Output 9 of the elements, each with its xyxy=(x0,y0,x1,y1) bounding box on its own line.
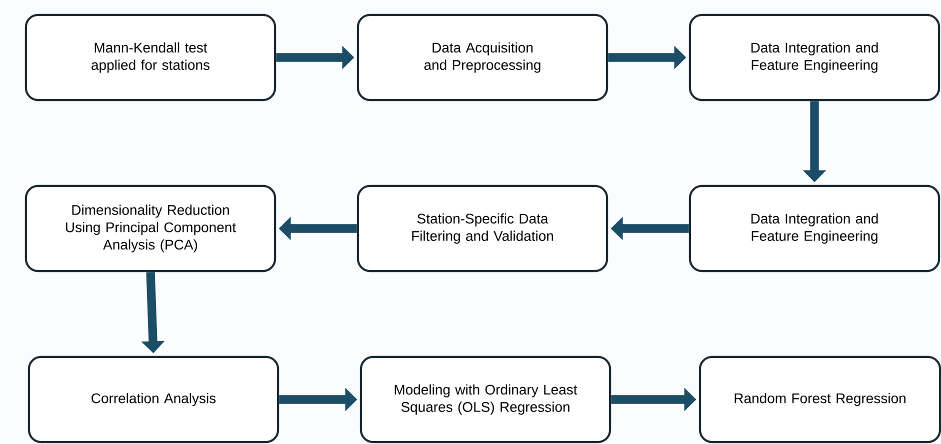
process-box: Data Integration and Feature Engineering xyxy=(688,184,940,272)
process-box: Station-Specific Data Filtering and Validation xyxy=(356,184,608,272)
process-box: Dimensionality Reduction Using Principal Component Analysis (PCA) xyxy=(24,184,276,272)
process-box: Modeling with Ordinary Least Squares (OLS) Regression xyxy=(360,356,612,444)
process-box: Data Integration and Feature Engineering xyxy=(688,14,940,102)
process-box: Random Forest Regression xyxy=(698,356,941,444)
process-box: Mann-Kendall test applied for stations xyxy=(24,14,276,102)
process-box: Correlation Analysis xyxy=(28,356,280,444)
process-box: Data Acquisition and Preprocessing xyxy=(356,14,608,102)
